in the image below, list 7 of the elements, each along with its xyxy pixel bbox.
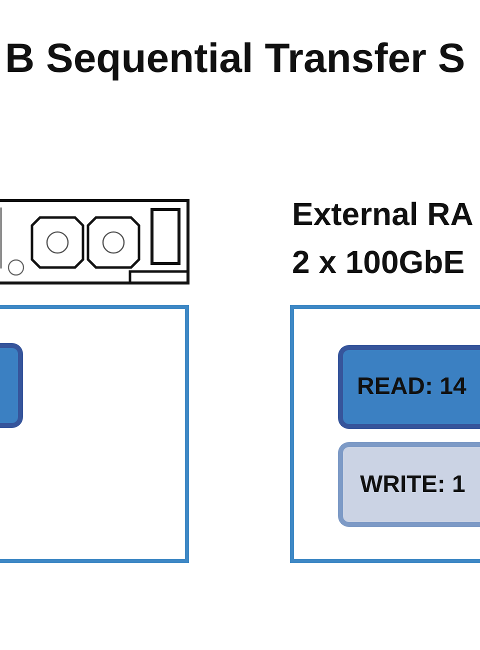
rounded-box bbox=[0, 343, 23, 428]
panel-subheading: 2 x 100GbE bbox=[292, 243, 465, 282]
rounded-box: READ: 14 bbox=[338, 345, 480, 429]
rounded-box: WRITE: 1 bbox=[338, 442, 480, 527]
page-title: B Sequential Transfer S bbox=[5, 38, 466, 79]
panel-heading: External RA bbox=[292, 195, 474, 234]
panel-frame bbox=[0, 305, 189, 563]
